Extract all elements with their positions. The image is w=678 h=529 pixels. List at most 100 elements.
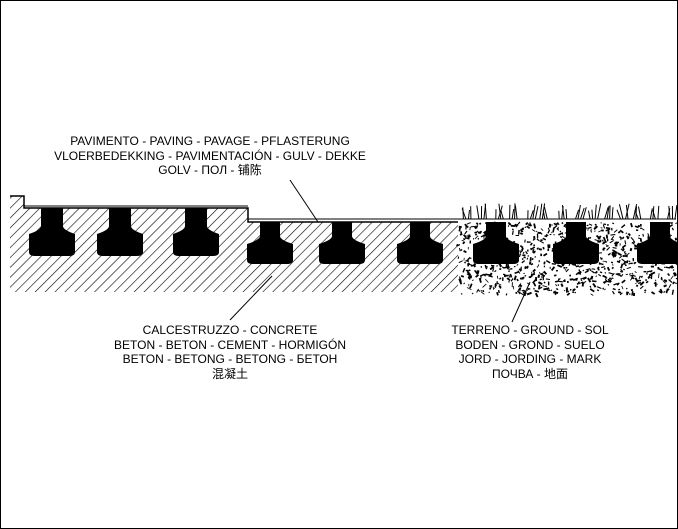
- ground-speck: [613, 282, 618, 286]
- ground-speck: [643, 289, 647, 292]
- ground-speck: [596, 266, 600, 270]
- ground-speck: [618, 288, 621, 291]
- ground-speck: [602, 224, 606, 229]
- ground-speck: [517, 221, 521, 225]
- ground-speck: [526, 288, 530, 291]
- ground-speck: [458, 244, 461, 246]
- ground-speck: [663, 290, 665, 294]
- grass-blade: [668, 205, 671, 220]
- ground-speck: [663, 279, 668, 283]
- ground-speck: [631, 272, 634, 275]
- ground-speck: [540, 239, 543, 242]
- ground-speck: [551, 263, 556, 265]
- ground-speck: [536, 247, 539, 250]
- grass-blade: [591, 209, 594, 220]
- ground-speck: [497, 283, 502, 286]
- ground-speck: [660, 278, 663, 281]
- ground-speck: [637, 237, 642, 240]
- ground-speck: [517, 287, 522, 292]
- ground-speck: [650, 271, 656, 276]
- paving-label-line-2: VLOERBEDEKKING - PAVIMENTACIÓN - GULV - …: [54, 148, 366, 163]
- ground-speck: [538, 271, 542, 275]
- ground-speck: [467, 272, 472, 278]
- post-footing: [637, 222, 678, 264]
- post-footing: [553, 222, 599, 264]
- ground-speck: [474, 231, 478, 234]
- ground-speck: [587, 277, 592, 283]
- ground-speck: [534, 289, 540, 293]
- ground-speck: [616, 251, 618, 254]
- ground-speck: [508, 268, 511, 270]
- ground-speck: [477, 270, 480, 274]
- ground-speck: [536, 238, 540, 242]
- ground-speck: [558, 280, 563, 283]
- concrete-label-line-4: 混凝土: [211, 366, 248, 381]
- ground-speck: [594, 239, 600, 242]
- ground-speck: [542, 285, 548, 288]
- ground-speck: [547, 287, 550, 290]
- ground-speck: [635, 284, 639, 287]
- grass-blade: [500, 210, 504, 220]
- ground-speck: [518, 268, 522, 272]
- ground-speck: [616, 260, 620, 263]
- ground-speck: [626, 235, 630, 240]
- ground-speck: [646, 270, 651, 273]
- ground-speck: [610, 261, 614, 264]
- ground-speck: [494, 284, 498, 288]
- ground-speck: [591, 280, 597, 283]
- ground-speck: [479, 273, 485, 277]
- ground-speck: [624, 240, 627, 245]
- ground-speck: [617, 230, 621, 234]
- ground-speck: [545, 259, 551, 264]
- ground-speck: [537, 264, 540, 267]
- ground-speck: [611, 222, 615, 225]
- ground-speck: [595, 270, 598, 274]
- ground-speck: [496, 280, 498, 283]
- grass-blade: [476, 205, 480, 220]
- ground-speck: [605, 260, 608, 263]
- ground-speck: [601, 266, 606, 269]
- ground-speck: [582, 276, 587, 280]
- paving-leader-line: [289, 179, 319, 223]
- ground-speck: [605, 234, 609, 239]
- grass-blade: [625, 204, 629, 220]
- ground-speck: [569, 288, 572, 291]
- ground-speck: [665, 288, 669, 294]
- ground-speck: [602, 247, 606, 251]
- ground-speck: [537, 274, 541, 279]
- ground-speck: [606, 280, 611, 283]
- ground-speck: [551, 224, 553, 226]
- ground-speck: [530, 273, 533, 278]
- ground-speck: [630, 236, 635, 241]
- ground-speck: [613, 241, 620, 245]
- ground-speck: [535, 230, 538, 233]
- ground-speck: [611, 272, 615, 277]
- ground-speck: [520, 247, 524, 252]
- ground-speck: [469, 263, 474, 267]
- concrete-leader-line: [229, 275, 273, 321]
- ground-speck: [607, 278, 612, 283]
- ground-speck: [559, 235, 563, 239]
- post-footing: [473, 222, 519, 264]
- ground-speck: [672, 269, 675, 272]
- ground-speck: [543, 281, 546, 284]
- grass-blade: [582, 207, 587, 220]
- ground-speck: [494, 270, 497, 273]
- grass-blade: [618, 204, 624, 220]
- ground-speck: [587, 229, 589, 231]
- grass-blade: [674, 205, 678, 220]
- ground-speck: [647, 276, 651, 279]
- ground-speck: [484, 265, 488, 268]
- ground-speck: [634, 271, 637, 273]
- ground-speck: [485, 278, 489, 283]
- ground-speck: [521, 289, 526, 293]
- ground-speck: [617, 291, 622, 294]
- ground-speck: [547, 227, 551, 232]
- ground-speck: [493, 286, 497, 289]
- ground-speck: [671, 221, 674, 224]
- grass-blade: [638, 206, 642, 220]
- ground-speck: [615, 273, 621, 277]
- ground-speck: [629, 247, 633, 252]
- ground-speck: [641, 276, 643, 279]
- ground-speck: [534, 292, 539, 298]
